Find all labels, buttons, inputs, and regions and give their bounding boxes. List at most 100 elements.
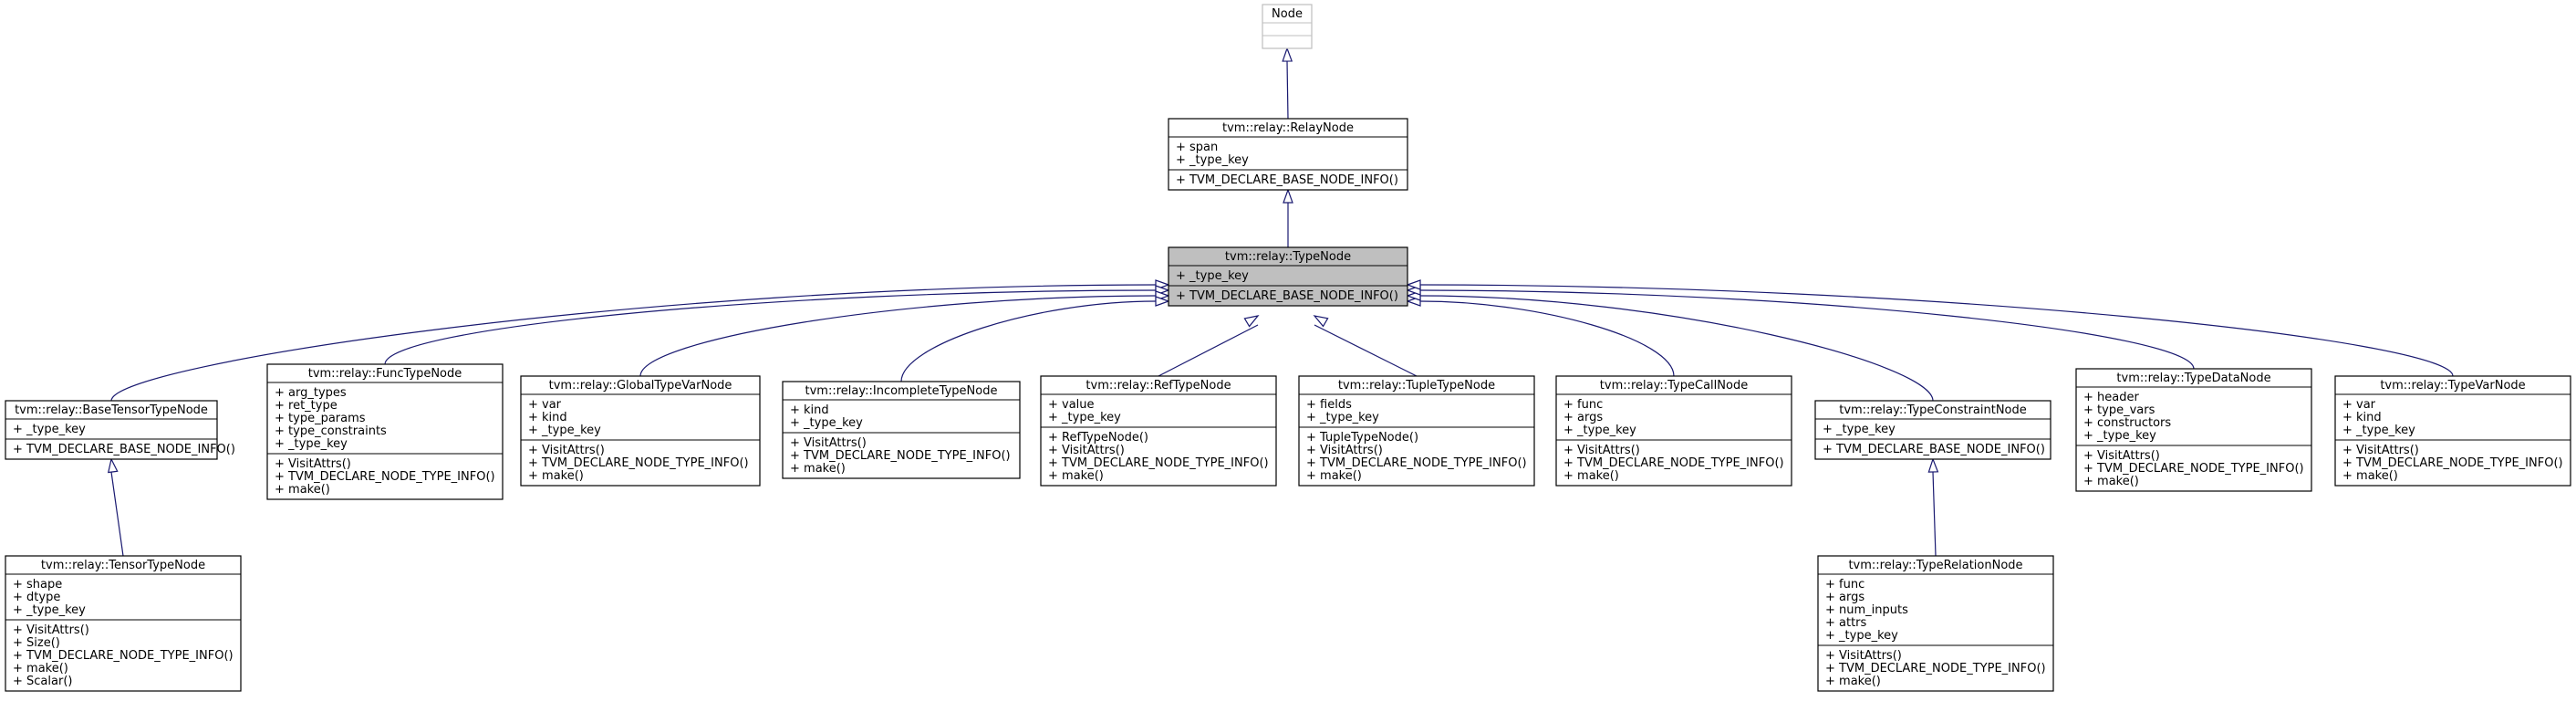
class-box-tensor-type-node[interactable]: tvm::relay::TensorTypeNode+ shape+ dtype… xyxy=(5,555,242,692)
class-attribute: + value xyxy=(1048,398,1095,412)
class-method: + make() xyxy=(1048,469,1104,483)
class-box-frame xyxy=(1168,118,1408,191)
class-attribute: + var xyxy=(2342,398,2376,412)
inheritance-edge xyxy=(1419,289,2195,370)
class-attribute: + _type_key xyxy=(1176,153,1249,167)
class-box-node[interactable]: Node xyxy=(1262,4,1313,49)
class-attribute: + ret_type xyxy=(275,399,338,413)
class-method: + make() xyxy=(2083,475,2139,488)
class-method: + make() xyxy=(13,662,68,675)
class-method: + TVM_DECLARE_NODE_TYPE_INFO() xyxy=(1048,456,1269,470)
class-method: + make() xyxy=(528,469,584,483)
class-attribute: + num_inputs xyxy=(1825,603,1908,617)
inheritance-edge xyxy=(110,471,124,557)
class-method: + VisitAttrs() xyxy=(2083,449,2160,463)
class-box-ref-type-node[interactable]: tvm::relay::RefTypeNode+ value+ _type_ke… xyxy=(1040,375,1277,487)
class-method: + VisitAttrs() xyxy=(13,623,89,637)
class-attribute: + attrs xyxy=(1825,616,1867,630)
class-attribute: + arg_types xyxy=(275,386,347,400)
class-method: + TVM_DECLARE_BASE_NODE_INFO() xyxy=(1823,443,2045,456)
class-box-type-constraint-node[interactable]: tvm::relay::TypeConstraintNode+ _type_ke… xyxy=(1814,400,2051,460)
class-method: + VisitAttrs() xyxy=(2342,444,2419,457)
class-attribute: + _type_key xyxy=(1306,411,1379,424)
class-attribute: + _type_key xyxy=(2342,424,2415,437)
class-method: + TVM_DECLARE_BASE_NODE_INFO() xyxy=(1176,289,1398,303)
class-attribute: + fields xyxy=(1306,398,1352,412)
class-attribute: + constructors xyxy=(2083,416,2171,430)
class-box-type-call-node[interactable]: tvm::relay::TypeCallNode+ func+ args+ _t… xyxy=(1555,375,1792,487)
class-box-type-data-node[interactable]: tvm::relay::TypeDataNode+ header+ type_v… xyxy=(2075,368,2312,492)
class-attribute: + _type_key xyxy=(2083,429,2156,443)
class-box-type-relation-node[interactable]: tvm::relay::TypeRelationNode+ func+ args… xyxy=(1817,555,2054,692)
class-attribute: + type_constraints xyxy=(275,424,387,438)
class-name: tvm::relay::RelayNode xyxy=(1222,121,1354,135)
class-method: + make() xyxy=(790,462,846,476)
class-method: + TVM_DECLARE_NODE_TYPE_INFO() xyxy=(2083,462,2304,476)
class-name: tvm::relay::TypeVarNode xyxy=(2380,379,2525,393)
edges-layer xyxy=(107,47,2454,557)
class-attribute: + dtype xyxy=(13,591,60,604)
class-name: tvm::relay::TypeConstraintNode xyxy=(1839,403,2027,417)
class-box-frame xyxy=(266,363,504,500)
class-attribute: + _type_key xyxy=(275,437,348,451)
class-attribute: + type_vars xyxy=(2083,403,2155,417)
inheritance-arrowhead xyxy=(1927,457,1939,473)
inheritance-edge xyxy=(1286,60,1289,120)
class-box-frame xyxy=(1814,400,2051,460)
class-method: + TVM_DECLARE_NODE_TYPE_INFO() xyxy=(790,449,1011,463)
class-method: + TVM_DECLARE_NODE_TYPE_INFO() xyxy=(528,456,749,470)
class-attribute: + _type_key xyxy=(1563,424,1636,437)
class-attribute: + kind xyxy=(528,411,567,424)
class-box-tuple-type-node[interactable]: tvm::relay::TupleTypeNode+ fields+ _type… xyxy=(1298,375,1535,487)
class-attribute: + args xyxy=(1825,591,1864,604)
class-method: + TupleTypeNode() xyxy=(1306,431,1418,445)
class-method: + VisitAttrs() xyxy=(1048,444,1125,457)
inheritance-edge xyxy=(639,295,1157,377)
inheritance-edge xyxy=(1419,284,2454,377)
class-method: + TVM_DECLARE_BASE_NODE_INFO() xyxy=(13,443,235,456)
class-box-func-type-node[interactable]: tvm::relay::FuncTypeNode+ arg_types+ ret… xyxy=(266,363,504,500)
inheritance-arrowhead xyxy=(1313,315,1329,328)
class-attribute: + shape xyxy=(13,578,62,592)
class-attribute: + _type_key xyxy=(790,416,863,430)
class-name: tvm::relay::TensorTypeNode xyxy=(41,559,205,572)
class-method: + TVM_DECLARE_NODE_TYPE_INFO() xyxy=(2342,456,2563,470)
class-attribute: + func xyxy=(1563,398,1603,412)
class-box-frame xyxy=(5,555,242,692)
class-box-frame xyxy=(1262,4,1313,49)
class-attribute: + type_params xyxy=(275,412,366,425)
class-box-frame xyxy=(782,381,1021,479)
class-box-relay-node[interactable]: tvm::relay::RelayNode+ span+ _type_key+ … xyxy=(1168,118,1408,191)
class-box-type-node[interactable]: tvm::relay::TypeNode+ _type_key+ TVM_DEC… xyxy=(1168,246,1408,307)
class-name: tvm::relay::GlobalTypeVarNode xyxy=(549,379,732,393)
class-box-frame xyxy=(1168,246,1408,307)
class-attribute: + _type_key xyxy=(1823,423,1896,436)
class-method: + TVM_DECLARE_NODE_TYPE_INFO() xyxy=(1563,456,1784,470)
class-method: + TVM_DECLARE_NODE_TYPE_INFO() xyxy=(1825,662,2046,675)
class-name: tvm::relay::TypeNode xyxy=(1225,250,1351,264)
class-attribute: + kind xyxy=(2342,411,2382,424)
class-name: tvm::relay::TypeDataNode xyxy=(2116,372,2270,385)
class-attribute: + func xyxy=(1825,578,1864,592)
inheritance-edge xyxy=(1158,324,1259,377)
class-name: tvm::relay::TypeCallNode xyxy=(1600,379,1748,393)
class-method: + RefTypeNode() xyxy=(1048,431,1148,445)
class-method: + VisitAttrs() xyxy=(790,436,867,450)
class-name: Node xyxy=(1272,7,1303,21)
class-box-incomplete-type-node[interactable]: tvm::relay::IncompleteTypeNode+ kind+ _t… xyxy=(782,381,1021,479)
class-name: tvm::relay::BaseTensorTypeNode xyxy=(15,403,208,417)
class-box-global-type-var-node[interactable]: tvm::relay::GlobalTypeVarNode+ var+ kind… xyxy=(520,375,761,487)
inheritance-arrowhead xyxy=(107,457,119,474)
class-name: tvm::relay::TypeRelationNode xyxy=(1848,559,2022,572)
class-box-base-tensor-type-node[interactable]: tvm::relay::BaseTensorTypeNode+ _type_ke… xyxy=(5,400,235,460)
class-box-frame xyxy=(1817,555,2054,692)
class-attribute: + var xyxy=(528,398,562,412)
inheritance-arrowhead xyxy=(1283,188,1293,204)
class-method: + VisitAttrs() xyxy=(1825,649,1902,663)
class-method: + VisitAttrs() xyxy=(1306,444,1383,457)
class-method: + VisitAttrs() xyxy=(528,444,605,457)
class-name: tvm::relay::RefTypeNode xyxy=(1085,379,1231,393)
class-box-type-var-node[interactable]: tvm::relay::TypeVarNode+ var+ kind+ _typ… xyxy=(2334,375,2571,487)
